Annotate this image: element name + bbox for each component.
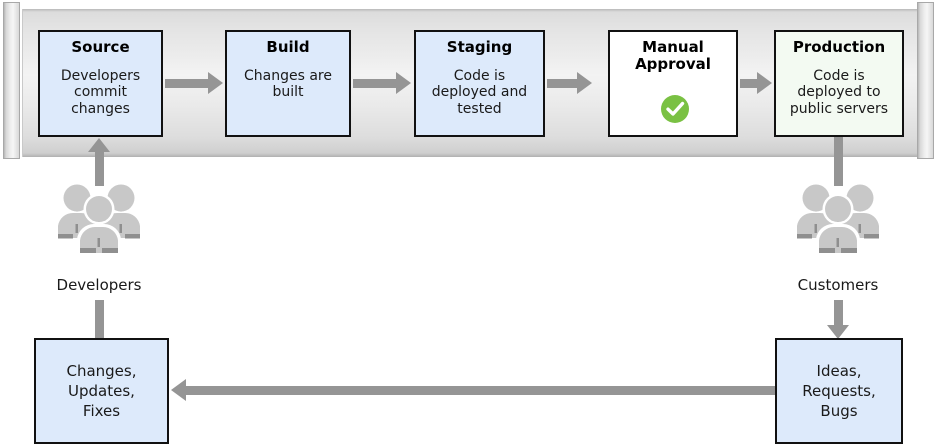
stage-staging[interactable]: Staging Code is deployed and tested [414,30,545,137]
stage-production[interactable]: Production Code is deployed to public se… [774,30,904,137]
connector-developers-source-arrow [88,138,110,152]
changes-line-3: Fixes [82,402,121,421]
connector-approval-production-line [740,79,759,88]
pipeline-bar-left-cap [3,2,20,159]
connector-build-staging-arrow [396,72,411,94]
people-group-icon-customers [794,182,882,254]
changes-line-1: Changes, [66,361,137,380]
connector-source-build-line [165,79,210,88]
feedback-box-ideas[interactable]: Ideas, Requests, Bugs Ideas, Requests, B… [775,338,903,444]
feedback-box-ideas-label: Ideas, Requests, Bugs Ideas, Requests, B… [802,361,876,422]
stage-production-desc: Code is deployed to public servers [789,67,889,117]
ideas-line-1: Ideas, [816,361,862,380]
stage-staging-desc: Code is deployed and tested [431,67,528,117]
feedback-box-changes-label: Changes, Updates, Fixes Changes, Updates… [66,361,136,422]
connector-approval-production-arrow [757,72,772,94]
connector-customers-ideas-line [834,300,843,326]
stage-staging-title: Staging [446,38,513,56]
connector-source-build-arrow [208,72,223,94]
actor-label-customers: Customers [797,276,879,294]
stage-build[interactable]: Build Changes are built [225,30,351,137]
feedback-box-changes[interactable]: Changes, Updates, Fixes Changes, Updates… [34,338,169,444]
connector-customers-ideas-arrow [827,325,849,339]
connector-ideas-changes-line [186,386,775,395]
check-circle-icon [660,94,690,124]
changes-line-2: Updates, [68,381,135,400]
stage-source-title: Source [71,38,130,56]
stage-manual-approval[interactable]: Manual Approval [608,30,738,137]
connector-staging-approval-arrow [577,72,592,94]
stage-source-desc: Developers commit changes [60,67,141,117]
stage-build-desc: Changes are built [244,67,332,101]
pipeline-bar-right-cap [917,2,934,159]
stage-manual-approval-title: Manual Approval [635,38,711,74]
stage-production-title: Production [792,38,886,56]
connector-ideas-changes-arrow [171,379,186,401]
connector-production-customers-line [834,137,843,186]
people-group-icon-developers [55,182,143,254]
connector-build-staging-line [353,79,397,88]
connector-developers-source-line [95,152,104,186]
actor-label-developers: Developers [56,276,142,294]
stage-build-title: Build [266,38,310,56]
ideas-line-3: Bugs [820,402,858,421]
connector-changes-developers-line [95,300,104,340]
connector-staging-approval-line [547,79,578,88]
ideas-line-2: Requests, [802,381,876,400]
stage-source[interactable]: Source Developers commit changes [38,30,163,137]
